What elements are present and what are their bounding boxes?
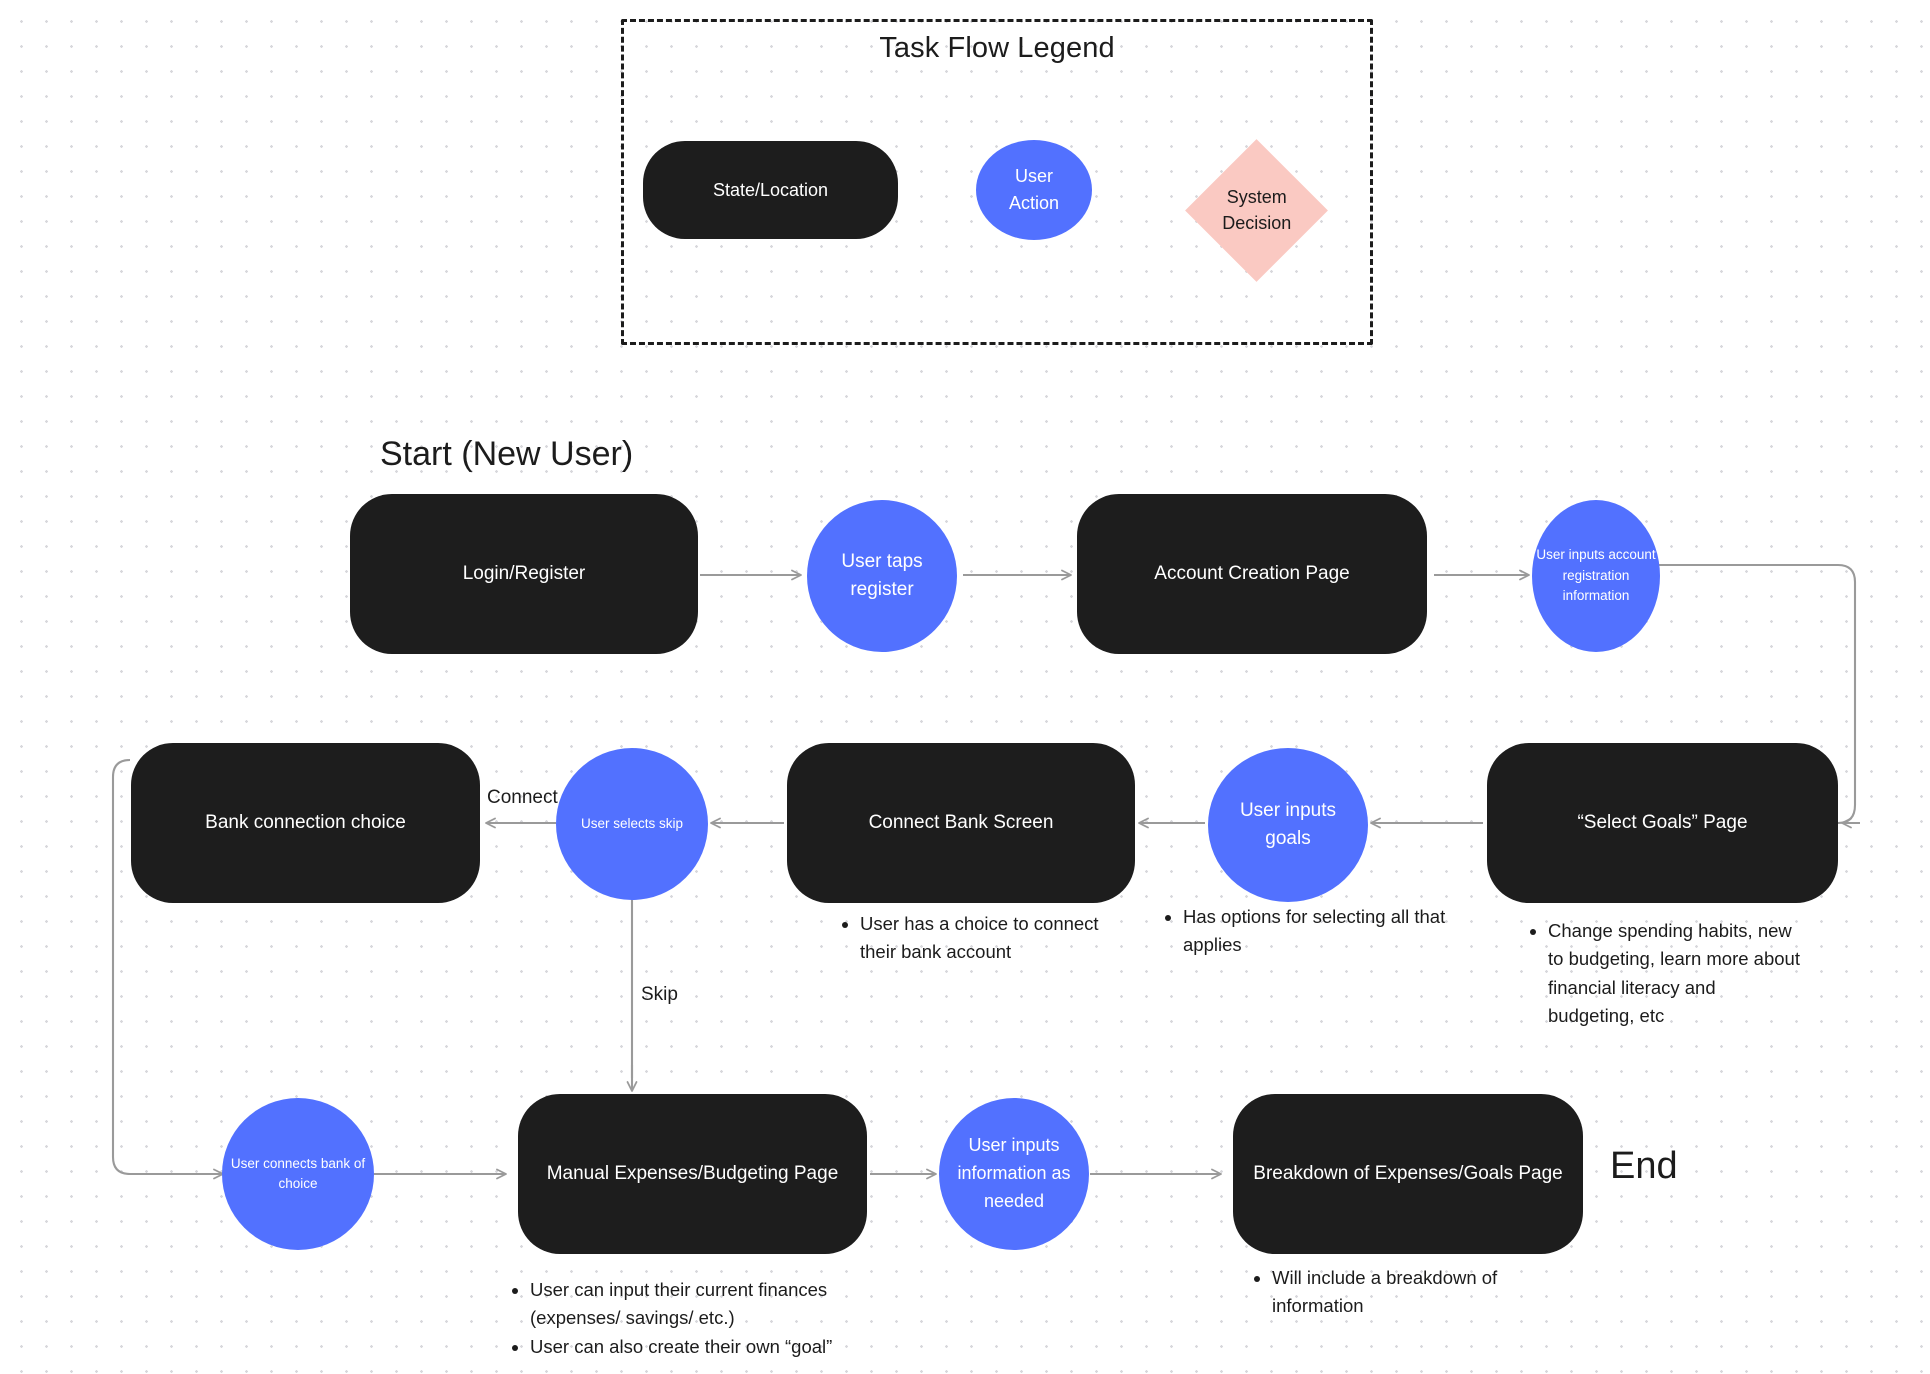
note-user-inputs-goals-item-0: Has options for selecting all that appli… xyxy=(1183,903,1483,960)
note-manual-expenses-list: User can input their current finances (e… xyxy=(510,1276,900,1361)
node-manual-expenses-label: Manual Expenses/Budgeting Page xyxy=(546,1163,839,1184)
note-select-goals-item-0: Change spending habits, new to budgeting… xyxy=(1548,917,1800,1030)
note-user-inputs-goals: Has options for selecting all that appli… xyxy=(1163,903,1483,960)
note-manual-expenses-item-0: User can input their current finances (e… xyxy=(530,1276,900,1333)
note-breakdown-list: Will include a breakdown of information xyxy=(1252,1264,1592,1321)
note-breakdown: Will include a breakdown of information xyxy=(1252,1264,1592,1321)
note-connect-bank-item-0: User has a choice to connect their bank … xyxy=(860,910,1115,967)
legend-shape-user-action: User Action xyxy=(976,140,1092,240)
legend-label-system-decision-line1: System xyxy=(1226,187,1287,208)
end-heading: End xyxy=(1610,1145,1678,1187)
node-account-creation-page[interactable]: Account Creation Page xyxy=(1077,494,1427,654)
note-connect-bank: User has a choice to connect their bank … xyxy=(840,910,1115,967)
node-uiar-line3: information xyxy=(1562,588,1630,604)
note-breakdown-item-0: Will include a breakdown of information xyxy=(1272,1264,1592,1321)
node-uiar-line1: User inputs account xyxy=(1536,546,1656,562)
node-user-inputs-info-line1: User inputs xyxy=(968,1135,1060,1156)
node-user-connects-bank-line2: choice xyxy=(278,1176,318,1191)
node-manual-expenses-budgeting-page[interactable]: Manual Expenses/Budgeting Page xyxy=(518,1094,867,1254)
node-bank-connection-choice-label: Bank connection choice xyxy=(205,812,406,833)
note-select-goals-list: Change spending habits, new to budgeting… xyxy=(1528,917,1800,1030)
node-user-selects-skip[interactable]: User selects skip xyxy=(556,748,708,900)
node-login-register[interactable]: Login/Register xyxy=(350,494,698,654)
note-user-inputs-goals-list: Has options for selecting all that appli… xyxy=(1163,903,1483,960)
note-select-goals: Change spending habits, new to budgeting… xyxy=(1528,917,1800,1030)
legend-label-system-decision-line2: Decision xyxy=(1221,213,1292,234)
legend-label-system-decision: System Decision xyxy=(1222,184,1291,236)
note-manual-expenses: User can input their current finances (e… xyxy=(510,1276,900,1361)
edge-label-skip: Skip xyxy=(641,984,678,1005)
legend-shape-state-location: State/Location xyxy=(643,141,898,239)
edge-label-connect: Connect xyxy=(487,787,558,808)
node-user-inputs-goals-line1: User inputs xyxy=(1239,799,1337,821)
node-connect-bank-screen-label: Connect Bank Screen xyxy=(868,812,1054,833)
node-user-inputs-account-registration[interactable]: User inputs account registration informa… xyxy=(1532,500,1660,652)
node-user-inputs-information-as-needed[interactable]: User inputs information as needed xyxy=(939,1098,1089,1250)
node-user-taps-register-line1: User taps xyxy=(841,550,923,572)
node-uiar-line2: registration xyxy=(1562,567,1630,583)
node-user-connects-bank-of-choice[interactable]: User connects bank of choice xyxy=(222,1098,374,1250)
node-user-taps-register[interactable]: User taps register xyxy=(807,500,957,652)
start-heading: Start (New User) xyxy=(380,435,634,473)
node-account-creation-page-label: Account Creation Page xyxy=(1154,563,1350,584)
node-user-taps-register-line2: register xyxy=(850,579,914,600)
note-connect-bank-list: User has a choice to connect their bank … xyxy=(840,910,1115,967)
legend-title: Task Flow Legend xyxy=(879,32,1115,64)
node-user-connects-bank-line1: User connects bank of xyxy=(230,1155,366,1171)
legend-container: Task Flow Legend xyxy=(621,19,1373,345)
legend-label-user-action-line2: Action xyxy=(1008,193,1060,213)
node-breakdown-expenses-goals-page[interactable]: Breakdown of Expenses/Goals Page xyxy=(1233,1094,1583,1254)
legend-label-state-location: State/Location xyxy=(712,179,829,200)
node-user-inputs-info-line2: information as xyxy=(957,1163,1071,1184)
node-bank-connection-choice[interactable]: Bank connection choice xyxy=(131,743,480,903)
node-login-register-label: Login/Register xyxy=(462,563,586,584)
node-user-selects-skip-label: User selects skip xyxy=(580,815,684,831)
node-connect-bank-screen[interactable]: Connect Bank Screen xyxy=(787,743,1135,903)
note-manual-expenses-item-1: User can also create their own “goal” xyxy=(530,1333,900,1361)
node-select-goals-page-label: “Select Goals” Page xyxy=(1577,812,1748,833)
node-user-inputs-info-line3: needed xyxy=(983,1190,1045,1211)
node-user-inputs-goals-line2: goals xyxy=(1265,828,1311,849)
node-select-goals-page[interactable]: “Select Goals” Page xyxy=(1487,743,1838,903)
legend-label-user-action-line1: User xyxy=(1014,166,1053,186)
node-user-inputs-goals[interactable]: User inputs goals xyxy=(1208,748,1368,902)
node-breakdown-label: Breakdown of Expenses/Goals Page xyxy=(1253,1163,1563,1184)
